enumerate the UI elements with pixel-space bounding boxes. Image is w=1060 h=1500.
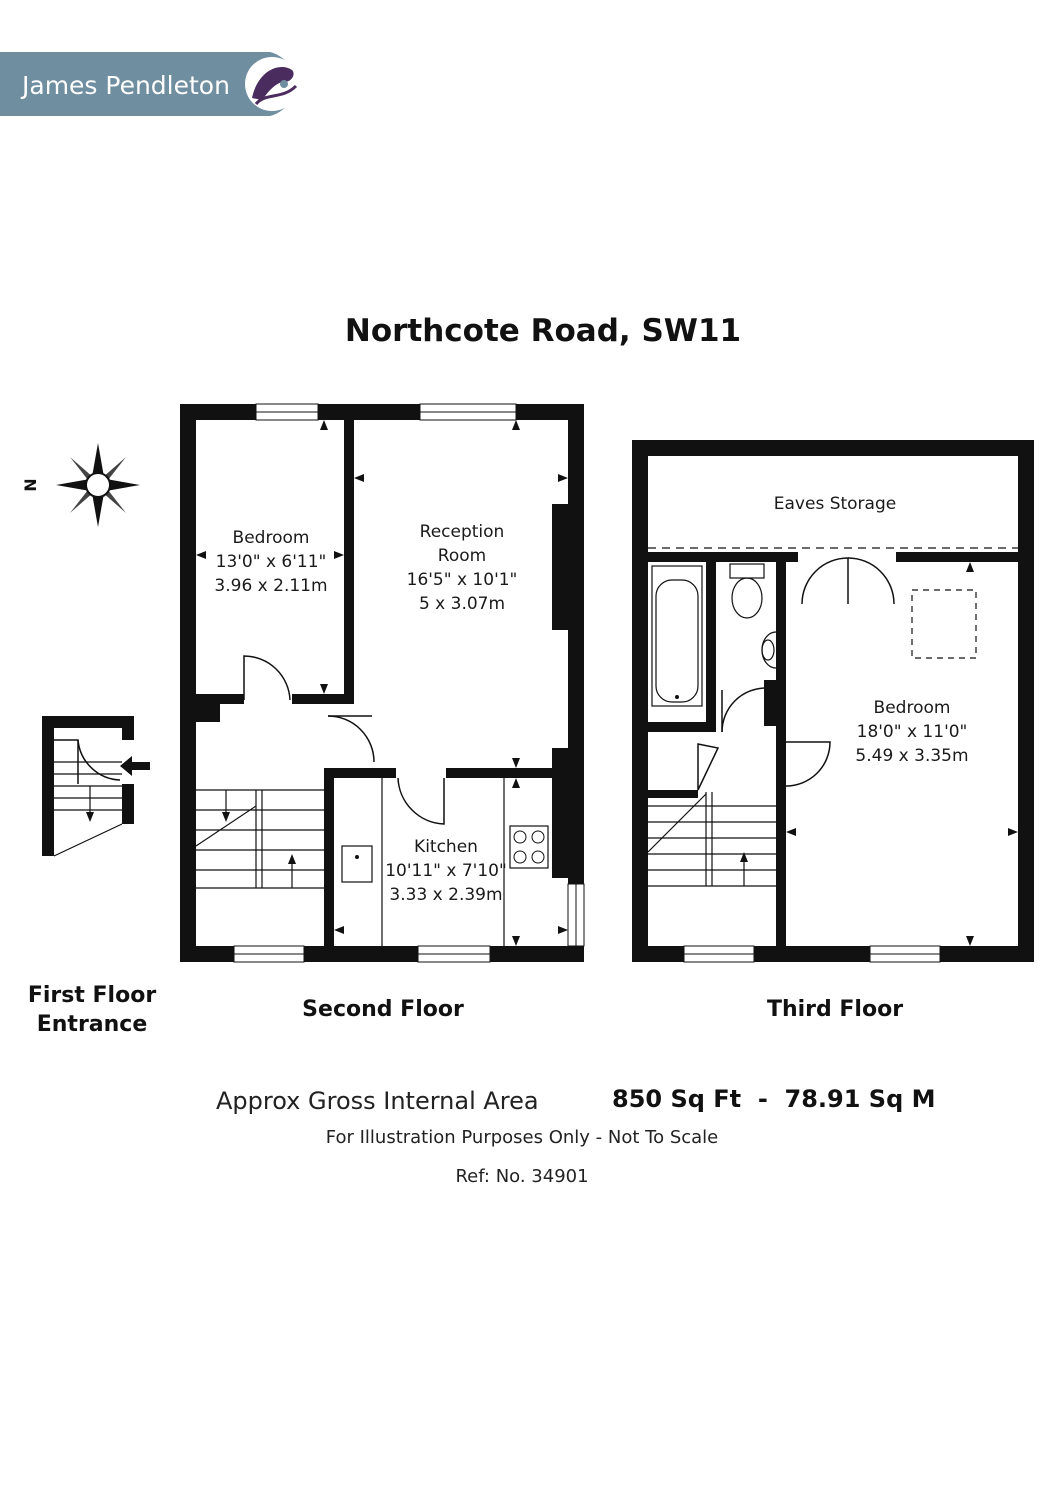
disclaimer: For Illustration Purposes Only - Not To … xyxy=(326,1127,719,1148)
second-floor-plan xyxy=(180,403,585,963)
reception-imperial: 16'5" x 10'1" xyxy=(407,570,518,590)
brand-emblem-icon xyxy=(245,57,299,111)
first-floor-plan xyxy=(42,716,150,857)
brand-logo: James Pendleton xyxy=(0,52,299,116)
bedroom1-name: Bedroom xyxy=(233,528,310,548)
kitchen-imperial: 10'11" x 7'10" xyxy=(385,861,507,881)
brand-name: James Pendleton xyxy=(20,71,230,100)
bedroom2-metric: 5.49 x 3.35m xyxy=(855,746,968,766)
kitchen-name: Kitchen xyxy=(414,837,478,857)
third-floor-label: Third Floor xyxy=(767,997,903,1022)
north-label: N xyxy=(21,478,40,491)
eaves-storage-name: Eaves Storage xyxy=(774,494,896,514)
area-label: Approx Gross Internal Area xyxy=(216,1087,539,1115)
reception-metric: 5 x 3.07m xyxy=(419,594,505,614)
bedroom2-imperial: 18'0" x 11'0" xyxy=(857,722,968,742)
entrance-arrow-icon xyxy=(120,756,150,776)
reception-name-line1: Reception xyxy=(420,522,505,542)
reference-number: Ref: No. 34901 xyxy=(455,1166,588,1187)
bedroom1-imperial: 13'0" x 6'11" xyxy=(216,552,327,572)
first-floor-label-line1: First Floor xyxy=(28,983,156,1008)
kitchen-metric: 3.33 x 2.39m xyxy=(389,885,502,905)
second-floor-label: Second Floor xyxy=(302,997,464,1022)
first-floor-label-line2: Entrance xyxy=(37,1012,148,1037)
brand-tab-shape xyxy=(0,52,295,116)
page-title: Northcote Road, SW11 xyxy=(345,313,741,349)
compass-icon: N xyxy=(21,443,140,527)
reception-name-line2: Room xyxy=(438,546,486,566)
area-value: 850 Sq Ft - 78.91 Sq M xyxy=(612,1085,936,1113)
third-floor-plan xyxy=(632,440,1034,963)
bedroom2-name: Bedroom xyxy=(874,698,951,718)
bedroom1-metric: 3.96 x 2.11m xyxy=(214,576,327,596)
